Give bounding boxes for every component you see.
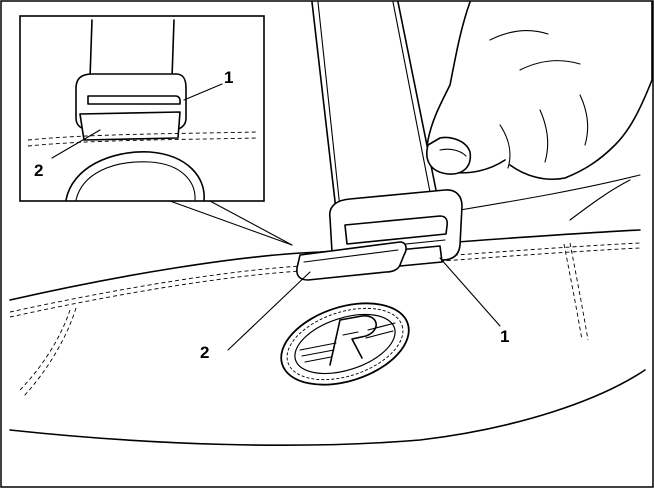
hand bbox=[426, 1, 653, 181]
detail-inset bbox=[19, 15, 293, 246]
strap-tab bbox=[296, 241, 407, 281]
royal-enfield-r-logo-icon bbox=[280, 302, 410, 386]
inset-leader-1 bbox=[183, 83, 223, 101]
main-callout-2: 2 bbox=[200, 343, 209, 362]
inset-callout-1: 1 bbox=[224, 68, 233, 87]
main-leader-1 bbox=[439, 257, 501, 327]
inset-leader-2 bbox=[51, 129, 101, 159]
inset-callout-2: 2 bbox=[34, 161, 43, 180]
main-callout-1: 1 bbox=[500, 327, 509, 346]
main-leader-2 bbox=[227, 271, 311, 351]
